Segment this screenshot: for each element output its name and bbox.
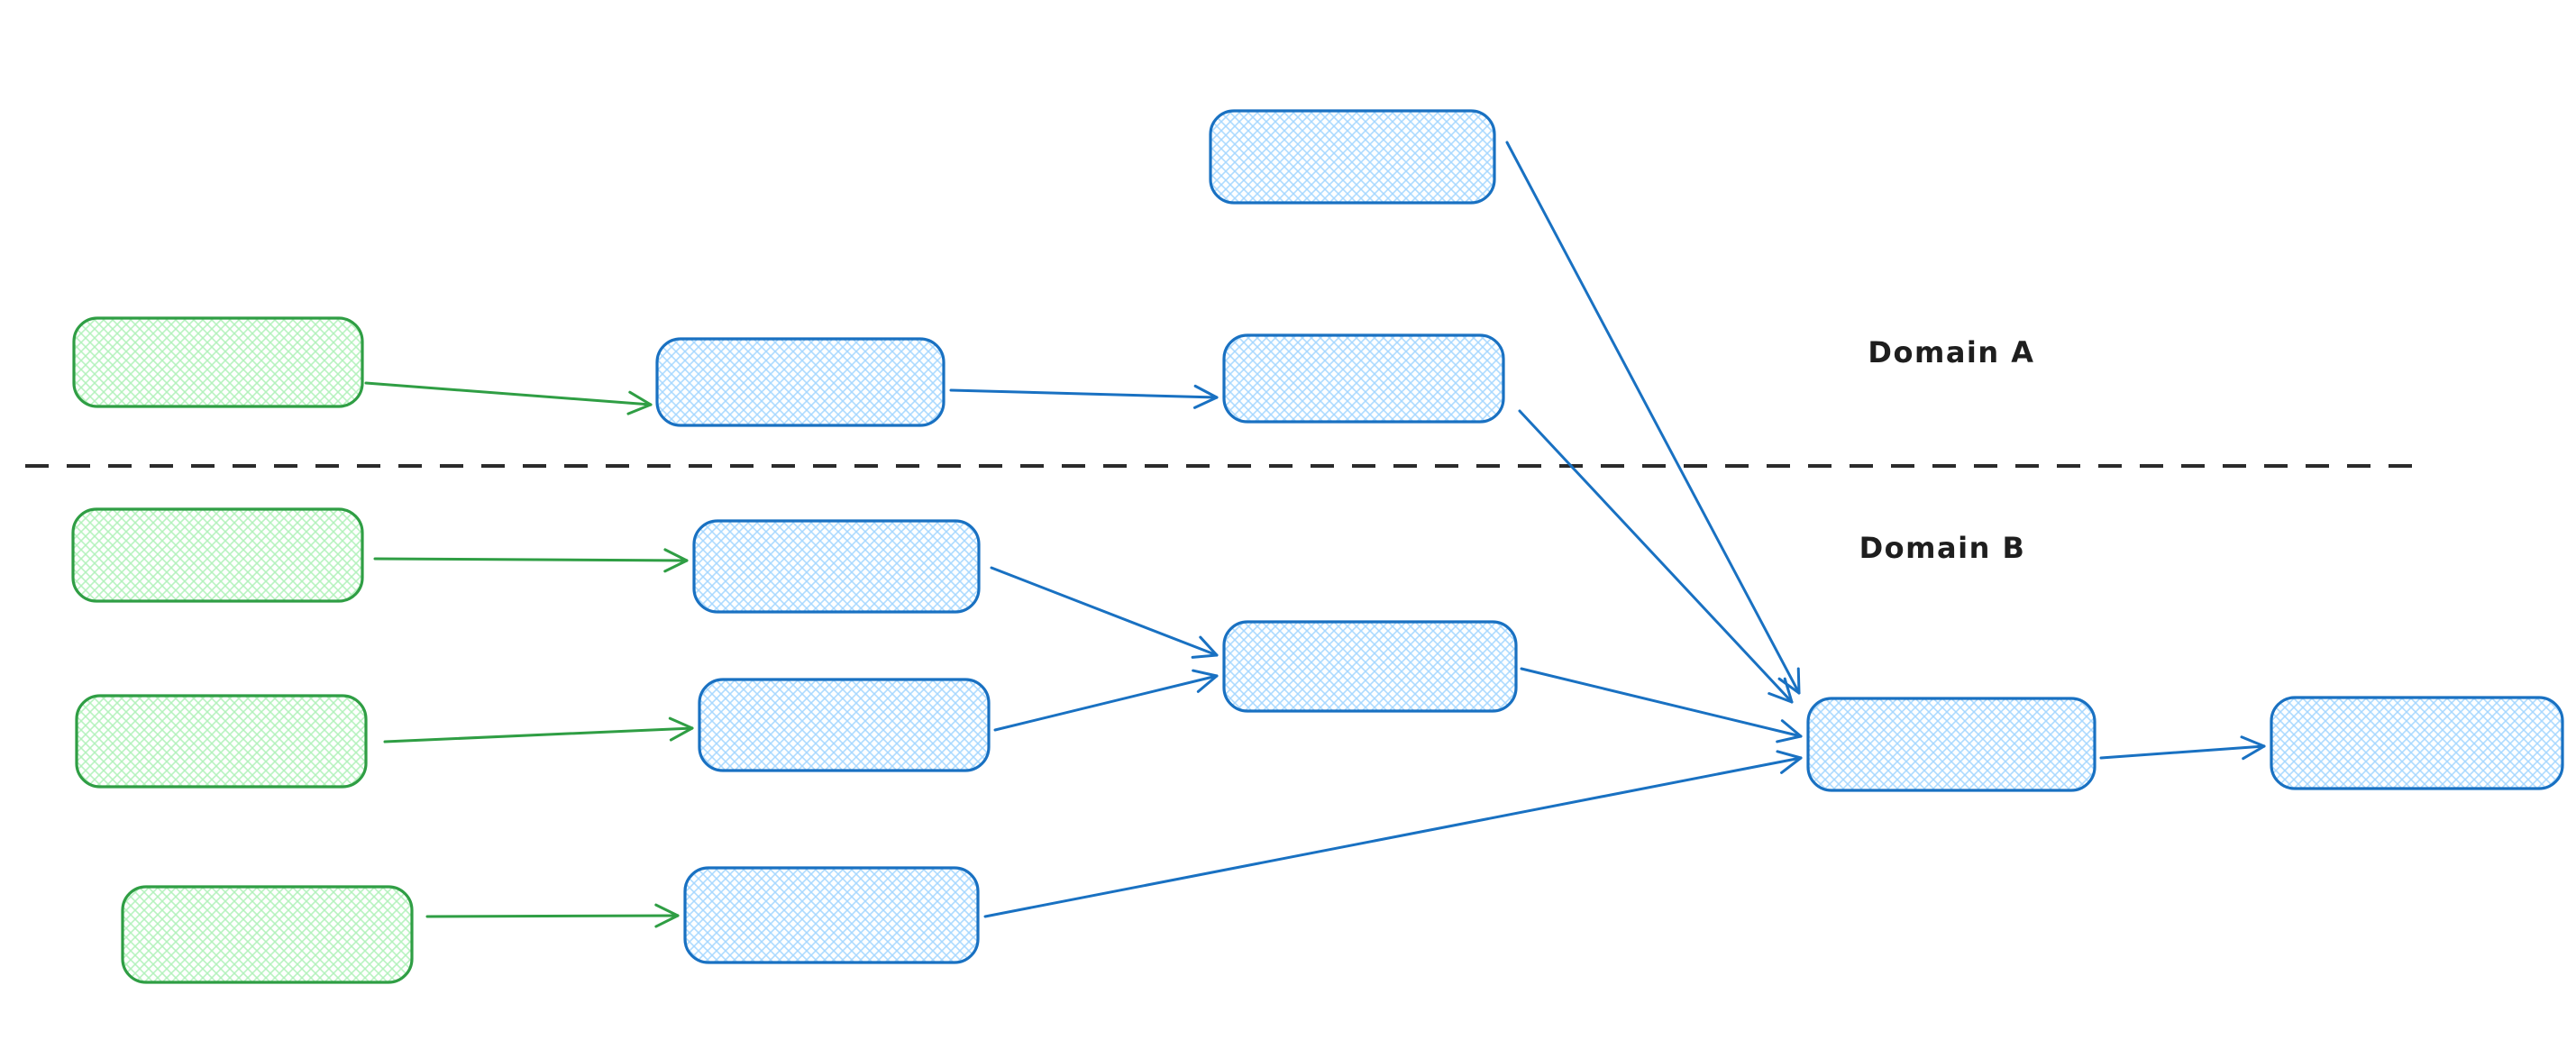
arrow-sink-main-to-output xyxy=(2099,735,2266,761)
domain-b-label: Domain B xyxy=(1859,531,2026,565)
arrow-source-b1-to-stage-b1 xyxy=(373,548,689,573)
node-stage1-domain-a xyxy=(655,337,945,427)
node-stage2-domain-a xyxy=(1222,333,1505,424)
node-stage-b3 xyxy=(683,866,980,964)
domain-a-label: Domain A xyxy=(1868,335,2035,369)
node-stage-b1 xyxy=(692,519,981,614)
arrow-source-b3-to-stage-b3 xyxy=(425,903,680,928)
node-source-b3 xyxy=(121,885,414,984)
arrow-source-b2-to-stage-b2 xyxy=(383,716,694,743)
node-stage-b2 xyxy=(698,678,991,772)
arrow-stage-b2-to-merge-b xyxy=(993,669,1219,732)
arrow-source-a-to-stage1-a xyxy=(364,381,653,415)
arrow-merge-b-to-sink-main xyxy=(1520,667,1803,743)
arrow-stage1-a-to-stage2-a xyxy=(949,384,1219,409)
arrow-stage2-a-to-sink-main xyxy=(1518,409,1794,704)
node-source-domain-a xyxy=(72,316,364,408)
node-output-final xyxy=(2270,696,2564,790)
arrow-stage-b1-to-merge-b xyxy=(990,566,1219,659)
arrow-stage-b3-to-sink-main xyxy=(983,750,1803,918)
node-source-b2 xyxy=(75,694,368,789)
node-source-b1 xyxy=(71,507,364,603)
node-top-domain-a xyxy=(1209,109,1496,205)
node-sink-main xyxy=(1806,697,2096,792)
node-merge-domain-b xyxy=(1222,620,1518,713)
arrow-top-a-to-sink-main xyxy=(1505,141,1801,695)
